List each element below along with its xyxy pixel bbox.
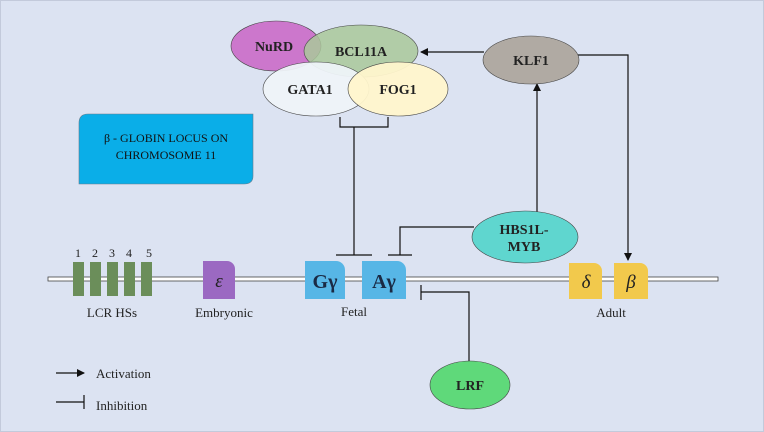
- lrf-inhibition-line: [420, 285, 470, 362]
- legend-activation-label: Activation: [96, 366, 151, 381]
- gene-a-gamma-symbol: Aγ: [372, 271, 396, 293]
- factor-fog1-label: FOG1: [379, 83, 416, 98]
- factor-nurd-label: NuRD: [255, 40, 293, 55]
- factor-lrf-label: LRF: [456, 379, 484, 394]
- factor-lrf: LRF: [429, 360, 511, 410]
- lcr-number-5: 5: [146, 246, 152, 260]
- factor-klf1-label: KLF1: [513, 54, 549, 69]
- myb-inhibition-line: [388, 226, 474, 256]
- stage-label-adult: Adult: [596, 305, 626, 320]
- gene-delta-symbol: δ: [582, 272, 592, 293]
- complex-inhibition-line: [336, 117, 389, 256]
- gene-a-gamma: Aγ Fetal: [341, 261, 406, 319]
- gene-beta: β Adult: [596, 263, 648, 320]
- locus-title-line1: β - GLOBIN LOCUS ON: [104, 131, 228, 145]
- lcr-number-3: 3: [109, 246, 115, 260]
- lcr-label: LCR HSs: [87, 305, 137, 320]
- legend-inhibition-label: Inhibition: [96, 398, 148, 413]
- factor-hbs1l-myb: HBS1L- MYB: [471, 210, 579, 264]
- legend-inhibition-symbol: [56, 395, 85, 409]
- gene-epsilon: ε Embryonic: [195, 261, 253, 320]
- lcr-hs-blocks: 1 2 3 4 5 LCR HSs: [73, 246, 152, 320]
- gene-beta-symbol: β: [625, 272, 636, 293]
- factor-gata1: GATA1: [262, 61, 370, 117]
- factor-klf1: KLF1: [482, 35, 580, 85]
- gene-g-gamma-symbol: Gγ: [313, 271, 339, 293]
- locus-title-box: β - GLOBIN LOCUS ON CHROMOSOME 11: [78, 113, 254, 185]
- gene-g-gamma: Gγ: [305, 261, 345, 299]
- factor-fog1: FOG1: [347, 61, 449, 117]
- lcr-hs-2: [90, 262, 101, 296]
- lcr-number-4: 4: [126, 246, 132, 260]
- klf1-to-beta-arrow: [578, 54, 632, 261]
- lcr-hs-1: [73, 262, 84, 296]
- factor-gata1-label: GATA1: [287, 83, 332, 98]
- lcr-hs-4: [124, 262, 135, 296]
- locus-title-line2: CHROMOSOME 11: [116, 148, 217, 162]
- lcr-hs-3: [107, 262, 118, 296]
- stage-label-fetal: Fetal: [341, 304, 367, 319]
- factor-hbs1l-myb-label-line1: HBS1L-: [499, 223, 548, 238]
- stage-label-embryonic: Embryonic: [195, 305, 253, 320]
- factor-bcl11a-label: BCL11A: [335, 45, 388, 60]
- lcr-number-2: 2: [92, 246, 98, 260]
- factor-hbs1l-myb-label-line2: MYB: [508, 240, 541, 255]
- gene-delta: δ: [569, 263, 602, 299]
- lcr-hs-5: [141, 262, 152, 296]
- lcr-number-1: 1: [75, 246, 81, 260]
- gene-epsilon-symbol: ε: [215, 271, 223, 292]
- legend: Activation Inhibition: [56, 366, 151, 413]
